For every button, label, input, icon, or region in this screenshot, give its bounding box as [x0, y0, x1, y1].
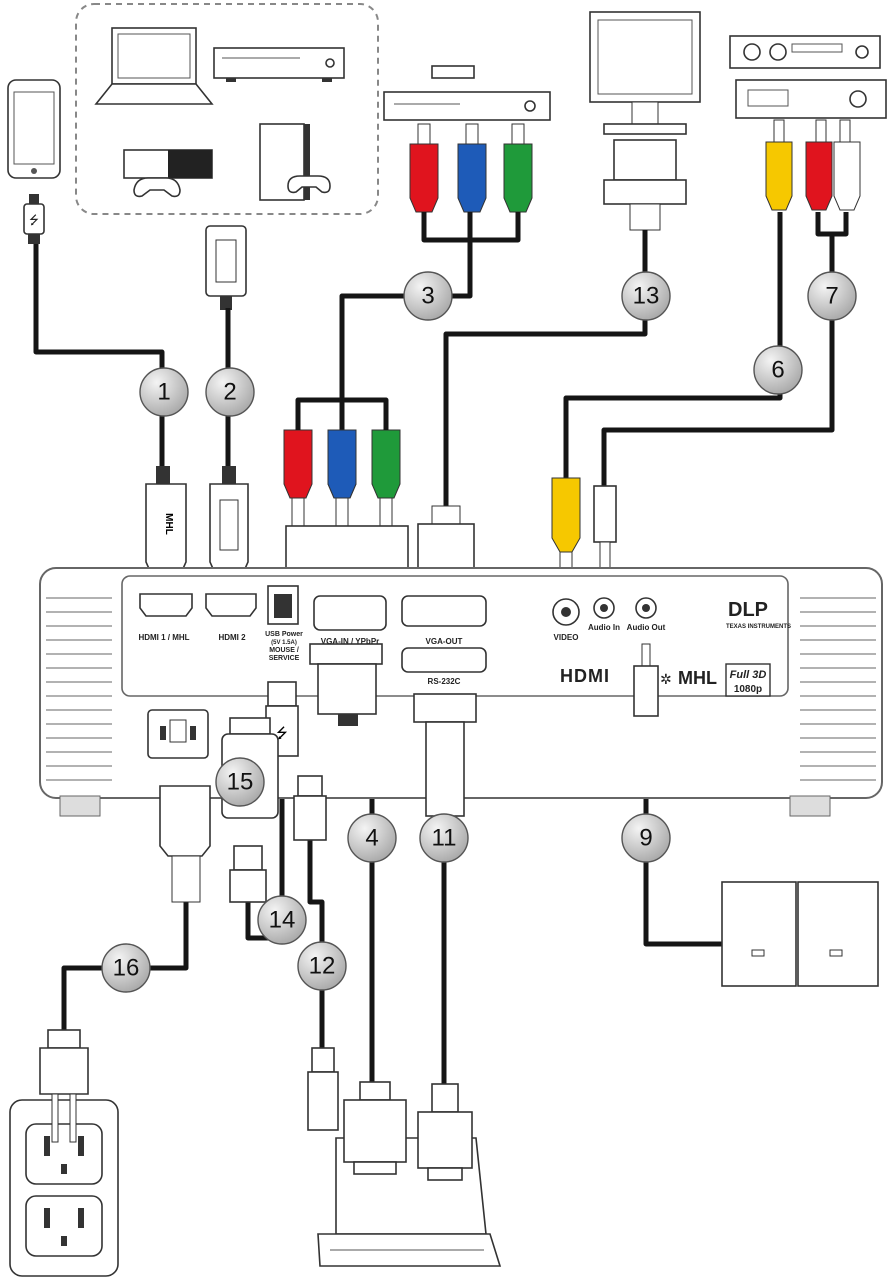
speaker-icon [721, 881, 879, 987]
badge-13: 13 [621, 271, 671, 321]
svg-text:Audio Out: Audio Out [627, 623, 666, 632]
dlp-logo: DLP TEXAS INSTRUMENTS [726, 599, 791, 630]
component-rca-top [409, 123, 533, 213]
audio-out-port[interactable]: Audio Out [627, 597, 666, 632]
game-console-icon [123, 149, 213, 198]
badge-9: 9 [621, 813, 671, 863]
hdmi1-port[interactable]: HDMI 1 / MHL [138, 593, 193, 642]
rs232-connector-laptop [417, 1083, 473, 1181]
hdmi2-port[interactable]: HDMI 2 [205, 593, 257, 642]
svg-text:2: 2 [223, 379, 236, 406]
rs232-connector-bottom [413, 693, 477, 817]
wall-plug [39, 1029, 89, 1143]
micro-usb-connector: ⭍ [23, 194, 45, 244]
vga-in-port[interactable]: VGA-IN / YPbPr [313, 595, 387, 646]
badge-3: 3 [403, 271, 453, 321]
rs232-port[interactable]: RS-232C [401, 647, 487, 686]
game-console-2-icon [259, 123, 331, 201]
mhl-logo: ✲ MHL [660, 668, 717, 688]
svg-text:RS-232C: RS-232C [428, 677, 461, 686]
hdmi-connector-top [205, 225, 247, 310]
svg-text:3: 3 [421, 283, 434, 310]
video-port[interactable]: VIDEO [552, 598, 580, 642]
svg-text:11: 11 [432, 825, 457, 852]
badge-16: 16 [101, 943, 151, 993]
svg-text:16: 16 [113, 955, 140, 982]
audio-jack-in [593, 485, 617, 573]
svg-text:HDMI 2: HDMI 2 [218, 633, 246, 642]
svg-text:6: 6 [771, 357, 784, 384]
badge-12: 12 [297, 941, 347, 991]
vga-out-port[interactable]: VGA-OUT [401, 595, 487, 646]
svg-text:⭍: ⭍ [29, 213, 39, 227]
svg-text:VGA-IN / YPbPr: VGA-IN / YPbPr [321, 637, 380, 646]
source-devices-group [75, 3, 379, 215]
laptop-icon [94, 27, 214, 105]
svg-text:HDMI: HDMI [560, 666, 610, 686]
svg-text:HDMI 1 / MHL: HDMI 1 / MHL [138, 633, 189, 642]
vga-connector-top [603, 139, 687, 231]
receiver-icon [735, 79, 887, 119]
svg-text:MHL: MHL [163, 513, 174, 535]
hdmi-connector-bottom [209, 466, 249, 581]
svg-text:(5V 1.5A): (5V 1.5A) [271, 640, 297, 646]
svg-text:SERVICE: SERVICE [269, 655, 300, 662]
power-cable-plug [159, 785, 211, 903]
svg-text:15: 15 [227, 769, 254, 796]
svg-text:1080p: 1080p [734, 684, 762, 695]
svg-text:TEXAS INSTRUMENTS: TEXAS INSTRUMENTS [726, 624, 791, 630]
svg-text:9: 9 [639, 825, 652, 852]
svg-text:7: 7 [825, 283, 838, 310]
usb-plug-14-bottom [229, 845, 267, 903]
svg-text:MOUSE /: MOUSE / [269, 647, 299, 654]
wall-outlet-icon [9, 1099, 119, 1277]
badge-6: 6 [753, 345, 803, 395]
svg-text:VIDEO: VIDEO [554, 633, 579, 642]
vcr-icon [729, 35, 881, 69]
svg-text:USB Power: USB Power [265, 631, 303, 638]
mhl-connector: MHL [145, 466, 187, 581]
svg-text:14: 14 [269, 907, 296, 934]
svg-text:DLP: DLP [728, 599, 768, 621]
vga-connector-laptop [343, 1081, 407, 1175]
dvd-player-icon [213, 47, 345, 82]
audio-jack-out [633, 643, 659, 717]
set-top-box-icon [383, 65, 551, 121]
svg-text:4: 4 [365, 825, 378, 852]
badge-2: 2 [205, 367, 255, 417]
svg-text:1: 1 [157, 379, 170, 406]
svg-text:13: 13 [633, 283, 660, 310]
monitor-icon [589, 11, 701, 135]
svg-text:Full 3D: Full 3D [730, 669, 767, 681]
svg-text:⭍: ⭍ [276, 725, 288, 741]
badge-7: 7 [807, 271, 857, 321]
usb-power-port[interactable]: USB Power (5V 1.5A) MOUSE / SERVICE [265, 585, 303, 662]
badge-11: 11 [419, 813, 469, 863]
svg-text:12: 12 [309, 953, 336, 980]
badge-1: 1 [139, 367, 189, 417]
hdmi-logo: HDMI [560, 666, 610, 686]
badge-15: 15 [215, 757, 265, 807]
component-rca-bottom [283, 397, 409, 597]
svg-text:✲: ✲ [660, 671, 672, 687]
usb-plug-laptop [307, 1047, 339, 1131]
composite-audio-rca-top [765, 119, 861, 211]
badge-14: 14 [257, 895, 307, 945]
ac-inlet [147, 709, 209, 759]
usb-connector-12 [293, 775, 327, 841]
audio-in-port[interactable]: Audio In [588, 597, 620, 632]
svg-text:VGA-OUT: VGA-OUT [426, 637, 463, 646]
full3d-logo: Full 3D 1080p [725, 663, 771, 697]
smartphone-icon [7, 79, 61, 179]
badge-4: 4 [347, 813, 397, 863]
svg-text:Audio In: Audio In [588, 623, 620, 632]
svg-text:MHL: MHL [678, 668, 717, 688]
composite-rca-bottom [551, 477, 581, 581]
vga-in-connector-bottom [309, 643, 383, 726]
